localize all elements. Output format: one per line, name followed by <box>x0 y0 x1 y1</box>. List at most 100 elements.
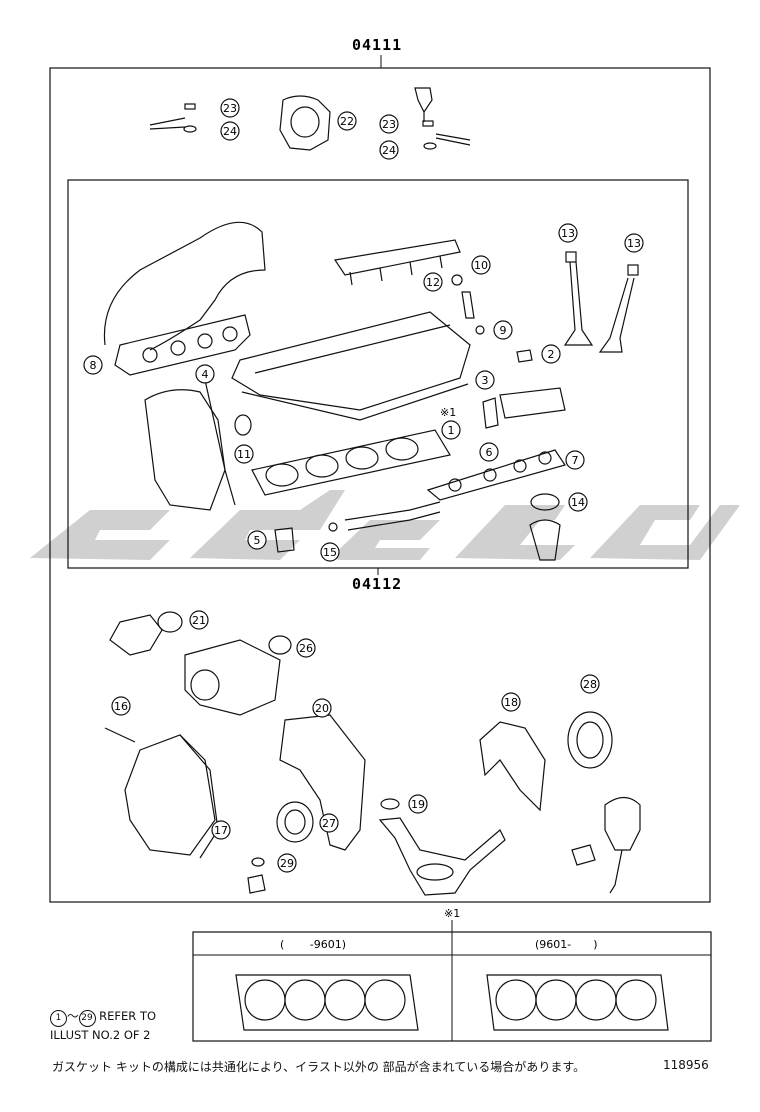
callout-18: 18 <box>501 692 521 712</box>
callout-15: 15 <box>320 542 340 562</box>
callout-number: 2 <box>548 348 555 361</box>
head-cover-gasket <box>241 383 469 421</box>
valve-right <box>598 277 635 353</box>
callout-11: 11 <box>234 444 254 464</box>
oil-seal-28 <box>567 711 613 769</box>
callout-number: 6 <box>486 446 493 459</box>
water-pump <box>184 639 281 716</box>
callout-number: 5 <box>254 534 261 547</box>
callout-number: 11 <box>237 448 251 461</box>
callout-circle <box>337 111 357 131</box>
gasket-22 <box>279 95 331 151</box>
callout-number: 20 <box>315 702 329 715</box>
callout-circle <box>312 698 332 718</box>
callout-circle <box>379 114 399 134</box>
note-tilde: ～ <box>67 1009 79 1023</box>
timing-case <box>144 389 226 511</box>
oil-seal-11 <box>234 414 252 436</box>
callout-23: 23 <box>379 114 399 134</box>
callout-number: 4 <box>202 368 209 381</box>
gasket-23-left <box>184 103 196 110</box>
callout-number: 17 <box>214 824 228 837</box>
callout-circle <box>247 530 267 550</box>
sensor-right <box>414 87 433 122</box>
callout-14: 14 <box>568 492 588 512</box>
water-outlet <box>529 519 561 561</box>
gasket-20 <box>279 714 366 851</box>
washer-24-left <box>183 125 197 133</box>
callout-number: 23 <box>223 102 237 115</box>
bypass-pipe <box>344 501 441 531</box>
callout-16: 16 <box>111 696 131 716</box>
note-text-2: ILLUST NO.2 OF 2 <box>50 1028 151 1042</box>
valve-left <box>563 261 594 346</box>
callout-number: 15 <box>323 546 337 559</box>
footer-japanese-note: ガスケット キットの構成には共通化により、イラスト以外の 部品が含まれている場合… <box>52 1060 586 1074</box>
callout-10: 10 <box>471 255 491 275</box>
variant-table: ※1 ( -9601) (9601- ) <box>192 907 712 1042</box>
callout-number: 26 <box>299 642 313 655</box>
callout-group: 1234567891011121313141516171819202122232… <box>83 98 644 873</box>
callout-number: 14 <box>571 496 585 509</box>
callout-number: 12 <box>426 276 440 289</box>
callout-circle <box>195 364 215 384</box>
callout-number: 13 <box>561 227 575 240</box>
callout-number: 18 <box>504 696 518 709</box>
washer-24-right <box>423 142 437 150</box>
oil-strainer <box>378 817 506 896</box>
callout-number: 27 <box>322 817 336 830</box>
part-sketches <box>103 87 669 1031</box>
egr-gasket <box>571 844 596 866</box>
inner-kit-code: 04112 <box>352 575 402 593</box>
callout-circle <box>441 420 461 440</box>
callout-circle <box>189 610 209 630</box>
reference-note: 1～29 REFER TO ILLUST NO.2 OF 2 <box>50 1008 200 1043</box>
callout-number: 24 <box>382 144 396 157</box>
callout-circle <box>565 450 585 470</box>
callout-circle <box>319 813 339 833</box>
gasket-17 <box>179 734 219 859</box>
injector <box>461 291 475 319</box>
callout-27: 27 <box>319 813 339 833</box>
egr-valve <box>604 796 641 851</box>
oil-seal-27 <box>276 801 314 843</box>
callout-circle <box>624 233 644 253</box>
variant-left-label: ( -9601) <box>280 938 346 951</box>
callout-21: 21 <box>189 610 209 630</box>
callout-circle <box>277 853 297 873</box>
callout-circle <box>493 320 513 340</box>
callout-circle <box>220 121 240 141</box>
variant-right-label: (9601- ) <box>535 938 598 951</box>
illustration-id: 118956 <box>663 1058 709 1072</box>
callout-5: 5 <box>247 530 267 550</box>
callout-number: 9 <box>500 324 507 337</box>
callout-number: 19 <box>411 798 425 811</box>
gasket-16 <box>104 727 136 743</box>
callout-29: 29 <box>277 853 297 873</box>
note-text-1: REFER TO <box>99 1009 157 1023</box>
sensor-wire-right <box>435 133 471 146</box>
note-range-start: 1 <box>50 1010 67 1027</box>
oring-26 <box>268 635 292 655</box>
head-gasket-variant-right <box>486 974 669 1031</box>
head-gasket <box>251 429 451 496</box>
timing-gasket-4 <box>204 379 236 506</box>
callout-8: 8 <box>83 355 103 375</box>
part-2 <box>516 349 533 363</box>
head-cover <box>231 311 471 411</box>
intake-manifold <box>103 221 266 351</box>
gasket-21 <box>157 611 183 633</box>
part-12 <box>451 274 463 286</box>
callout-1: 1 <box>441 420 461 440</box>
callout-circle <box>475 370 495 390</box>
thermostat-housing <box>109 614 163 656</box>
callout-13: 13 <box>624 233 644 253</box>
outer-kit-code: 04111 <box>352 36 402 54</box>
callout-number: 10 <box>474 259 488 272</box>
callout-circle <box>296 638 316 658</box>
part-9 <box>475 325 485 335</box>
callout-2: 2 <box>541 344 561 364</box>
callout-20: 20 <box>312 698 332 718</box>
callout-circle <box>580 674 600 694</box>
callout-circle <box>541 344 561 364</box>
